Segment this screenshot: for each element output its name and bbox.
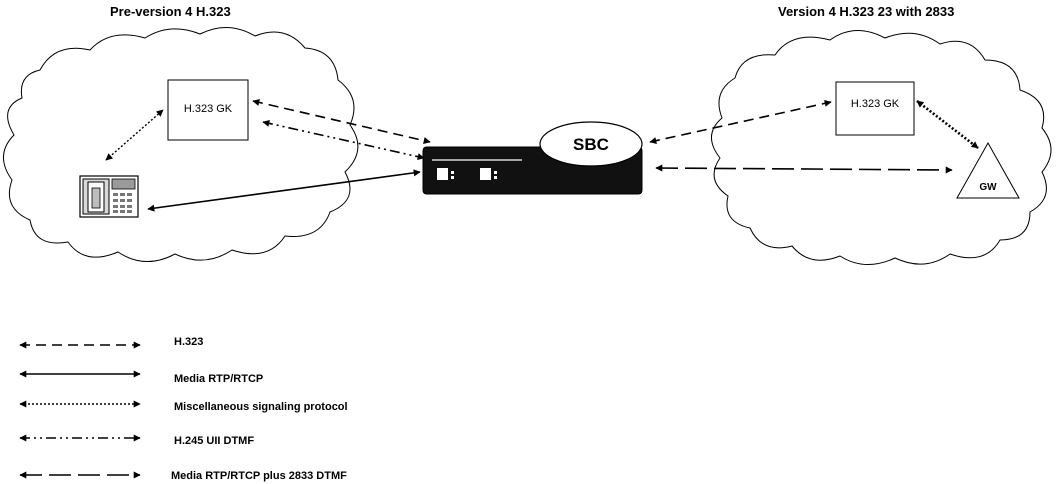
left-title: Pre-version 4 H.323 <box>110 4 231 19</box>
sbc-device <box>422 121 643 195</box>
right-cloud <box>711 30 1052 265</box>
legend-label-h323: H.323 <box>174 336 203 348</box>
right-gatekeeper-label: H.323 GK <box>851 98 900 110</box>
signaling-link-phone-left-gk <box>105 109 164 161</box>
h323-link-sbc-right-gk <box>649 99 832 145</box>
legend-label-misc-signaling: Miscellaneous signaling protocol <box>174 401 348 413</box>
gateway-triangle <box>956 141 1020 199</box>
right-title: Version 4 H.323 23 with 2833 <box>778 4 954 19</box>
gateway-label: GW <box>979 182 997 193</box>
h245-uii-link-left-gk-sbc <box>262 119 425 161</box>
legend-label-h245-uii: H.245 UII DTMF <box>174 435 254 447</box>
right-gatekeeper-box <box>835 81 915 136</box>
left-gatekeeper-label: H.323 GK <box>184 103 233 115</box>
media-link-phone-sbc <box>147 169 421 212</box>
legend-label-media-2833: Media RTP/RTCP plus 2833 DTMF <box>171 470 347 482</box>
phone-icon <box>79 175 139 218</box>
legend-label-media: Media RTP/RTCP <box>174 373 263 385</box>
left-gatekeeper-box <box>167 79 249 141</box>
legend: H.323 Media RTP/RTCP Miscellaneous signa… <box>19 336 348 482</box>
h323-link-left-gk-sbc <box>252 99 431 144</box>
left-cloud <box>3 27 359 262</box>
media-2833-link-sbc-gw <box>655 164 953 174</box>
signaling-link-right-gk-gw <box>916 99 979 150</box>
sbc-label: SBC <box>573 135 609 154</box>
